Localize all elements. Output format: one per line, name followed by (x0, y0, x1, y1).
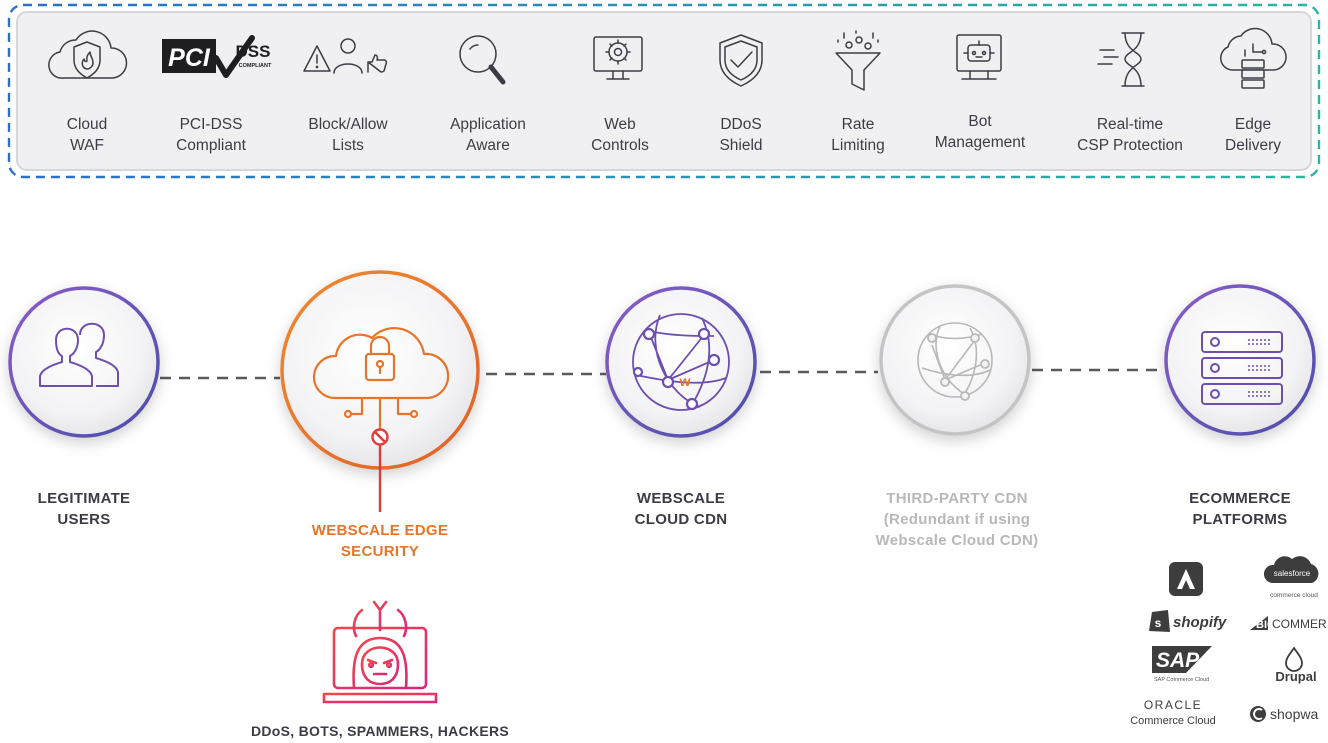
drupal-logo: Drupal (1275, 646, 1317, 684)
feature-line: Controls (591, 137, 649, 154)
compliant-text: COMPLIANT (239, 63, 272, 69)
monitor-gear-icon (593, 36, 643, 80)
shield-check-icon (719, 34, 763, 87)
feature-label-rate-limiting: Rate Limiting (812, 114, 904, 156)
ecommerce-label: ECOMMERCE PLATFORMS (1160, 488, 1320, 530)
third-party-cdn-node (879, 284, 1031, 436)
salesforce-text: salesforce (1274, 569, 1311, 578)
feature-panel (16, 11, 1312, 171)
feature-line: Cloud (66, 116, 108, 133)
node-label-line: ECOMMERCE (1189, 490, 1291, 507)
feature-line: Real-time (1096, 116, 1164, 133)
adobe-commerce-icon (1169, 562, 1203, 596)
bigcommerce-big: BIG (1256, 619, 1276, 631)
oracle-sub: Commerce Cloud (1130, 715, 1216, 727)
feature-line: Compliant (176, 137, 246, 154)
shopify-text: shopify (1173, 614, 1227, 631)
node-label-line: PLATFORMS (1192, 511, 1288, 528)
feature-line: Web (604, 116, 636, 133)
feature-line: CSP Protection (1077, 137, 1183, 154)
warning-user-thumbs-up-icon (303, 38, 388, 74)
bigcommerce-text: COMMER (1272, 617, 1327, 631)
feature-label-cloud-waf: Cloud WAF (38, 114, 136, 156)
feature-line: Limiting (831, 137, 885, 154)
legitimate-users-label: LEGITIMATE USERS (14, 488, 154, 530)
node-label-line: CLOUD CDN (634, 511, 728, 528)
platform-logos: salesforce commerce cloud s shopify BIG … (1130, 556, 1327, 727)
feature-line: DDoS (720, 116, 762, 133)
users-icon (39, 322, 119, 387)
third-party-cdn-label: THIRD-PARTY CDN (Redundant if using Webs… (852, 488, 1062, 551)
feature-line: Edge (1234, 116, 1272, 133)
feature-line: Application (450, 116, 526, 133)
sap-sub: SAP Commerce Cloud (1154, 677, 1209, 683)
node-label-line: USERS (57, 511, 111, 528)
ecommerce-node (1164, 284, 1316, 436)
feature-line: Delivery (1225, 137, 1281, 154)
dss-text: DSS (236, 42, 271, 61)
feature-label-bot-management: Bot Management (924, 111, 1036, 153)
funnel-icon (835, 30, 881, 91)
bigcommerce-logo: BIG COMMER (1250, 616, 1327, 631)
node-label-line: SECURITY (340, 543, 420, 560)
feature-label-ddos-shield: DDoS Shield (696, 114, 786, 156)
node-label-line: THIRD-PARTY CDN (886, 490, 1028, 507)
edge-security-label: WEBSCALE EDGE SECURITY (282, 520, 478, 562)
feature-label-application-aware: Application Aware (426, 114, 550, 156)
flow-connectors (160, 368, 1162, 380)
feature-line: WAF (70, 137, 104, 154)
shopify-logo: s shopify (1149, 610, 1227, 632)
node-label-line: (Redundant if using (883, 511, 1031, 528)
feature-line: PCI-DSS (179, 116, 243, 133)
cloud-shield-fire-icon (48, 30, 128, 79)
drupal-text: Drupal (1275, 669, 1316, 684)
node-label-line: LEGITIMATE (37, 490, 131, 507)
block-icon (371, 428, 389, 446)
feature-line: Aware (466, 137, 510, 154)
feature-line: Block/Allow (308, 116, 388, 133)
globe-network-icon (917, 322, 993, 401)
salesforce-sub: commerce cloud (1270, 592, 1318, 599)
sap-logo: SAP SAP Commerce Cloud (1152, 646, 1212, 683)
pci-text: PCI (168, 44, 211, 72)
globe-network-icon (632, 313, 730, 411)
node-label-line: Webscale Cloud CDN) (875, 532, 1039, 549)
threats-label: DDoS, BOTS, SPAMMERS, HACKERS (250, 723, 510, 739)
feature-line: Management (934, 134, 1026, 151)
feature-line: Lists (332, 137, 364, 154)
feature-label-csp-protection: Real-time CSP Protection (1060, 114, 1200, 156)
cloud-server-icon (1220, 27, 1287, 89)
shopware-text: shopwa (1270, 706, 1318, 722)
feature-label-edge-delivery: Edge Delivery (1206, 114, 1300, 156)
node-label-line: WEBSCALE (636, 490, 726, 507)
shopware-logo: shopwa (1250, 706, 1318, 722)
feature-label-web-controls: Web Controls (570, 114, 670, 156)
hourglass-icon (1097, 32, 1145, 87)
node-label-line: WEBSCALE EDGE (311, 522, 449, 539)
cloud-cdn-label: WEBSCALE CLOUD CDN (601, 488, 761, 530)
feature-line: Bot (968, 113, 992, 130)
pci-dss-logo-icon: PCI DSS COMPLIANT (162, 35, 272, 78)
robot-monitor-icon (956, 34, 1002, 80)
feature-line: Shield (719, 137, 763, 154)
feature-line: Rate (841, 116, 875, 133)
hacker-laptop-icon (322, 600, 438, 704)
sap-text: SAP (1156, 649, 1200, 672)
oracle-text: ORACLE (1144, 698, 1202, 712)
edge-security-node (280, 270, 480, 512)
oracle-logo: ORACLE Commerce Cloud (1130, 698, 1216, 727)
cloud-cdn-node: w (605, 286, 757, 438)
server-rack-icon (1201, 331, 1283, 405)
webscale-mark: w (679, 373, 691, 389)
feature-label-block-allow: Block/Allow Lists (288, 114, 408, 156)
legitimate-users-node (8, 286, 160, 438)
magnifier-icon (459, 35, 506, 85)
svg-text:s: s (1155, 616, 1162, 630)
cloud-lock-icon (312, 327, 450, 430)
feature-label-pci-dss: PCI-DSS Compliant (156, 114, 266, 156)
salesforce-logo: salesforce commerce cloud (1263, 556, 1319, 599)
